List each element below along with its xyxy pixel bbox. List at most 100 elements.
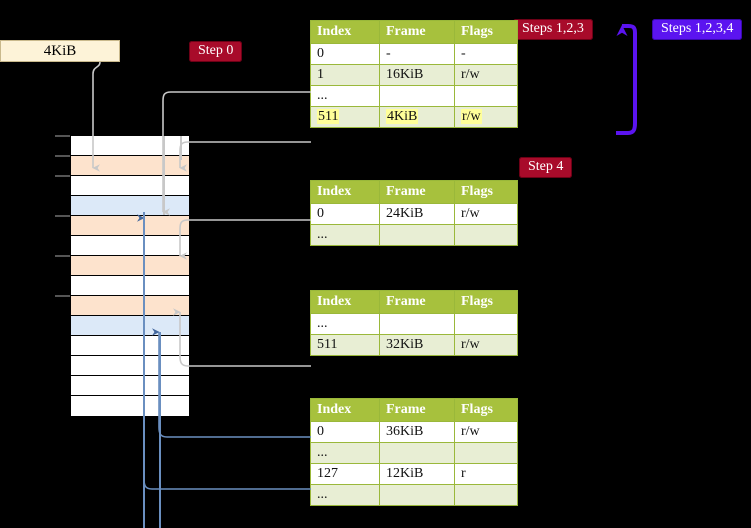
- column-header-frame: Frame: [379, 398, 455, 422]
- badge-step-4-label: Step 4: [528, 159, 564, 174]
- memory-row: [71, 276, 189, 296]
- memory-row: [71, 196, 189, 216]
- table-row: ...: [310, 224, 518, 246]
- cell-frame: 24KiB: [379, 203, 455, 225]
- memory-row: [71, 176, 189, 196]
- cell-flags: r/w: [454, 106, 518, 128]
- column-header-flags: Flags: [454, 180, 518, 204]
- memory-row: [71, 236, 189, 256]
- column-header-frame: Frame: [379, 290, 455, 314]
- memory-row: [71, 136, 189, 156]
- connector-pdpt-row0: [179, 219, 311, 260]
- cell-frame: -: [379, 43, 455, 65]
- cell-flags: r: [454, 463, 518, 485]
- column-header-flags: Flags: [454, 20, 518, 44]
- connector-pml4-row511: [179, 141, 311, 172]
- cell-flags: -: [454, 43, 518, 65]
- table-row: ...: [310, 85, 518, 107]
- badge-step-0-label: Step 0: [198, 43, 234, 58]
- cell-index: ...: [310, 224, 380, 246]
- column-header-index: Index: [310, 180, 380, 204]
- memory-tick: [55, 295, 70, 297]
- table-row: 0--: [310, 43, 518, 65]
- cell-flags: r/w: [454, 203, 518, 225]
- cell-flags: [454, 313, 518, 335]
- memory-row: [71, 296, 189, 316]
- grid-guide-line: [163, 136, 165, 215]
- cell-index: ...: [310, 442, 380, 464]
- column-header-index: Index: [310, 398, 380, 422]
- badge-step-4: Step 4: [519, 157, 573, 179]
- memory-tick: [55, 215, 70, 217]
- column-header-frame: Frame: [379, 20, 455, 44]
- cell-flags: [454, 85, 518, 107]
- memory-row: [71, 216, 189, 236]
- cell-frame: 4KiB: [379, 106, 455, 128]
- memory-row: [71, 316, 189, 336]
- cell-index: 511: [310, 334, 380, 356]
- cell-index: 1: [310, 64, 380, 86]
- column-header-index: Index: [310, 290, 380, 314]
- cell-frame: [379, 224, 455, 246]
- memory-grid: [70, 135, 190, 416]
- table-row: ...: [310, 313, 518, 335]
- cell-frame: 16KiB: [379, 64, 455, 86]
- memory-row: [71, 396, 189, 416]
- memory-row: [71, 356, 189, 376]
- column-header-flags: Flags: [454, 290, 518, 314]
- badge-steps-1234: Steps 1,2,3,4: [652, 19, 743, 41]
- highlighted-value: r/w: [461, 109, 482, 124]
- memory-row: [71, 256, 189, 276]
- column-header-frame: Frame: [379, 180, 455, 204]
- cell-flags: r/w: [454, 334, 518, 356]
- cell-index: 511: [310, 106, 380, 128]
- cell-index: ...: [310, 85, 380, 107]
- cell-index: 0: [310, 203, 380, 225]
- table-row: 511 4KiB r/w: [310, 106, 518, 128]
- grid-guide-line: [143, 212, 145, 528]
- cell-frame: [379, 313, 455, 335]
- cell-frame: 36KiB: [379, 421, 455, 443]
- cell-frame: 12KiB: [379, 463, 455, 485]
- table-row: ...: [310, 442, 518, 464]
- connector-pd-row511: [173, 308, 311, 367]
- cell-flags: [454, 224, 518, 246]
- size-box: 4KiB: [0, 40, 120, 62]
- cell-flags: [454, 484, 518, 506]
- badge-steps-1234-label: Steps 1,2,3,4: [661, 21, 734, 36]
- grid-guide-line: [159, 332, 161, 528]
- cell-index: 0: [310, 43, 380, 65]
- memory-tick: [55, 155, 70, 157]
- cell-index: 0: [310, 421, 380, 443]
- grid-guide-line: [180, 136, 182, 160]
- cell-index: ...: [310, 484, 380, 506]
- cell-flags: r/w: [454, 421, 518, 443]
- badge-steps-123: Steps 1,2,3: [513, 19, 593, 41]
- column-header-flags: Flags: [454, 398, 518, 422]
- cell-flags: r/w: [454, 64, 518, 86]
- connector-steps-loop: [616, 24, 637, 135]
- cell-frame: [379, 85, 455, 107]
- memory-tick: [55, 255, 70, 257]
- size-box-label: 4KiB: [43, 42, 77, 59]
- memory-row: [71, 376, 189, 396]
- cell-flags: [454, 442, 518, 464]
- cell-frame: 32KiB: [379, 334, 455, 356]
- memory-row: [71, 156, 189, 176]
- memory-tick: [55, 175, 70, 177]
- table-row: ...: [310, 484, 518, 506]
- cell-index: 127: [310, 463, 380, 485]
- cell-index: ...: [310, 313, 380, 335]
- column-header-index: Index: [310, 20, 380, 44]
- highlighted-value: 4KiB: [386, 109, 419, 124]
